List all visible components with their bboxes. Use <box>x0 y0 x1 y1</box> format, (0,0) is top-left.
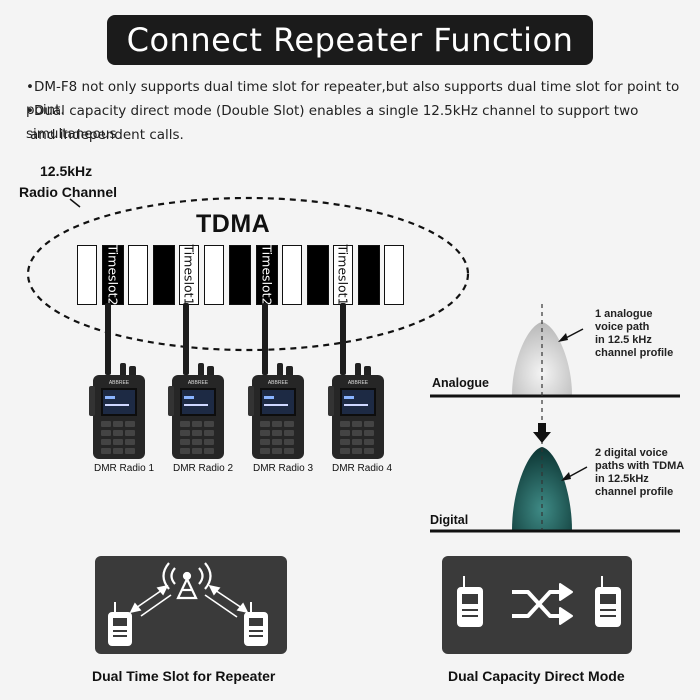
bullet-text-1: •DM-F8 not only supports dual time slot … <box>26 79 680 118</box>
walkie-talkie-icon <box>457 576 483 627</box>
dmr-radio-2: ABBREE <box>168 303 224 459</box>
radio-caption-4: DMR Radio 4 <box>332 463 393 474</box>
radio-caption-1: DMR Radio 1 <box>94 463 155 474</box>
page-title: Connect Repeater Function <box>107 15 593 65</box>
radio-caption-2: DMR Radio 2 <box>173 463 234 474</box>
radio-brand-text: ABBREE <box>348 380 369 386</box>
slot-cell <box>307 245 329 305</box>
dmr-radio-1: ABBREE <box>89 303 145 459</box>
bullet-text-2-continued: and independent calls. <box>30 127 184 143</box>
dmr-radio-4: ABBREE <box>328 303 384 459</box>
slot-cell <box>204 245 224 305</box>
radio-caption-3: DMR Radio 3 <box>253 463 314 474</box>
shuffle-icon <box>512 583 573 625</box>
repeater-caption: Dual Time Slot for Repeater <box>92 668 276 684</box>
slot-cell <box>77 245 97 305</box>
direct-mode-diagram <box>457 576 621 627</box>
radio-brand-text: ABBREE <box>188 380 209 386</box>
slot-cell <box>229 245 251 305</box>
slot-cell <box>384 245 404 305</box>
radio-brand-text: ABBREE <box>268 380 289 386</box>
direct-mode-panel <box>442 556 632 654</box>
slot-cell <box>102 245 124 305</box>
dmr-radio-3: ABBREE <box>248 303 304 459</box>
analogue-line-label: Analogue <box>432 376 489 390</box>
channel-label-frequency: 12.5kHz <box>40 163 93 179</box>
slot-cell <box>358 245 380 305</box>
walkie-talkie-icon <box>108 602 132 646</box>
down-arrow-icon <box>533 423 551 443</box>
channel-label-name: Radio Channel <box>19 184 118 200</box>
tdma-label: TDMA <box>196 210 271 238</box>
slot-cell <box>153 245 175 305</box>
walkie-talkie-icon <box>244 602 268 646</box>
repeater-panel <box>95 556 287 654</box>
digital-line-label: Digital <box>430 513 469 527</box>
slot-cell <box>128 245 148 305</box>
analogue-profile-shape <box>512 322 572 395</box>
repeater-tower-icon <box>162 562 212 600</box>
link-arrows-icon <box>129 584 249 618</box>
slot-cell <box>179 245 199 305</box>
bullet-text-2: •Dual capacity direct mode (Double Slot)… <box>26 103 639 142</box>
repeater-diagram <box>108 562 268 646</box>
slot-cell <box>282 245 302 305</box>
walkie-talkie-icon <box>595 576 621 627</box>
direct-mode-caption: Dual Capacity Direct Mode <box>448 668 625 684</box>
radio-brand-text: ABBREE <box>109 380 130 386</box>
